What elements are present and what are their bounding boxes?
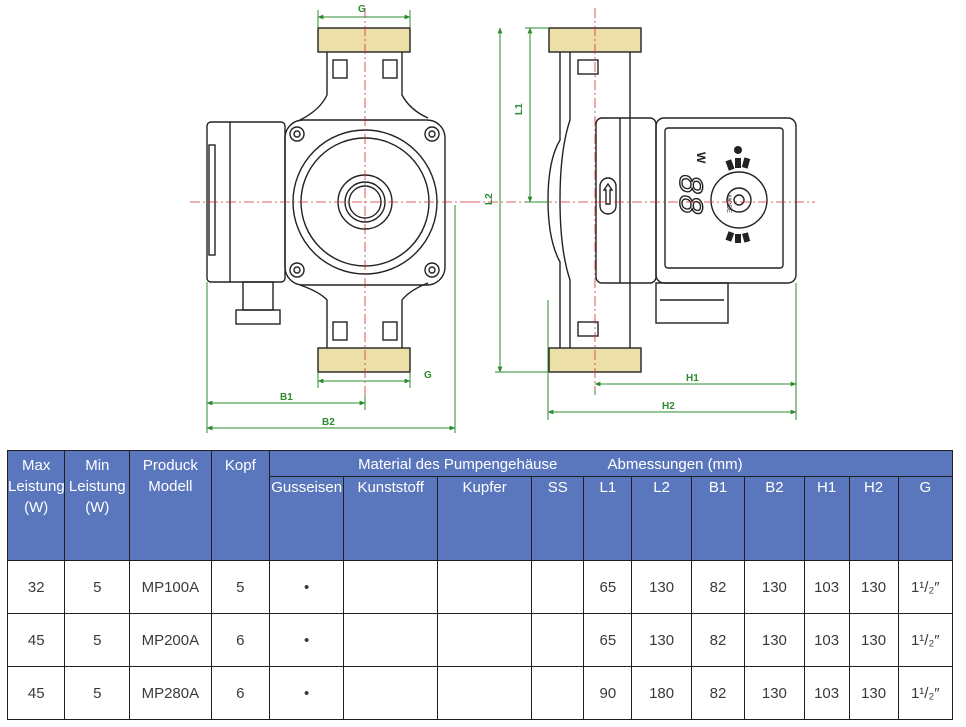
cell-kopf: 6 bbox=[210, 613, 271, 667]
cell-kunststoff bbox=[343, 666, 439, 720]
cell-gusseisen: • bbox=[269, 666, 345, 720]
header-min-leistung: Min Leistung (W) bbox=[64, 450, 131, 561]
cell-b1: 82 bbox=[690, 666, 746, 720]
cell-kupfer bbox=[437, 560, 533, 614]
cell-modell: MP100A bbox=[129, 560, 212, 614]
cell-l2: 180 bbox=[631, 666, 692, 720]
header-l1: L1 bbox=[583, 476, 633, 561]
side-centerlines bbox=[470, 8, 815, 395]
cell-l2: 130 bbox=[631, 560, 692, 614]
header-b1: B1 bbox=[690, 476, 746, 561]
table-row: 45 5 MP200A 6 • 65 130 82 130 103 130 1¹… bbox=[6, 613, 954, 667]
cell-g: 1¹/₂″ bbox=[897, 560, 954, 614]
front-centerlines bbox=[190, 8, 470, 395]
cell-kunststoff bbox=[343, 613, 439, 667]
cell-b1: 82 bbox=[690, 560, 746, 614]
cell-l1: 65 bbox=[583, 613, 633, 667]
cell-kunststoff bbox=[343, 560, 439, 614]
header-kunststoff: Kunststoff bbox=[343, 476, 439, 561]
dimension-lines bbox=[206, 10, 797, 433]
header-h2: H2 bbox=[848, 476, 899, 561]
side-motor-body bbox=[595, 117, 657, 284]
cell-l1: 90 bbox=[583, 666, 633, 720]
header-row-1: Max Leistung (W) Min Leistung (W) Produc… bbox=[6, 450, 953, 561]
dim-label-g-bottom: G bbox=[424, 370, 432, 381]
dim-label-h1: H1 bbox=[686, 373, 699, 384]
pump-technical-drawing: 88 W MODE G G B1 B2 L1 bbox=[190, 4, 815, 433]
header-b2: B2 bbox=[744, 476, 805, 561]
cell-ss bbox=[531, 613, 585, 667]
cell-modell: MP280A bbox=[129, 666, 212, 720]
cell-ss bbox=[531, 560, 585, 614]
cell-kupfer bbox=[437, 613, 533, 667]
spec-table: Max Leistung (W) Min Leistung (W) Produc… bbox=[6, 450, 954, 720]
cell-kopf: 6 bbox=[210, 666, 271, 720]
cell-modell: MP200A bbox=[129, 613, 212, 667]
cell-b2: 130 bbox=[744, 613, 805, 667]
cell-kopf: 5 bbox=[210, 560, 271, 614]
bottom-flange bbox=[317, 347, 411, 373]
table-row: 45 5 MP280A 6 • 90 180 82 130 103 130 1¹… bbox=[6, 666, 954, 720]
cell-min: 5 bbox=[64, 666, 131, 720]
mode-knob bbox=[710, 171, 768, 229]
cell-g: 1¹/₂″ bbox=[897, 613, 954, 667]
cell-gusseisen: • bbox=[269, 613, 345, 667]
header-kupfer: Kupfer bbox=[437, 476, 533, 561]
front-view bbox=[206, 27, 446, 373]
header-l2: L2 bbox=[631, 476, 692, 561]
header-row-2: Gusseisen Kunststoff Kupfer SS L1 L2 B1 … bbox=[8, 476, 954, 561]
header-g: G bbox=[897, 476, 954, 561]
header-abmessungen-group: Abmessungen (mm) bbox=[607, 456, 743, 473]
cell-g: 1¹/₂″ bbox=[897, 666, 954, 720]
cell-h2: 130 bbox=[848, 560, 899, 614]
header-produck-modell: Produck Modell bbox=[129, 450, 212, 561]
cell-b2: 130 bbox=[744, 560, 805, 614]
cell-min: 5 bbox=[64, 560, 131, 614]
cell-ss bbox=[531, 666, 585, 720]
header-material-group: Material des Pumpengehäuse bbox=[358, 456, 558, 473]
cell-l1: 65 bbox=[583, 560, 633, 614]
dim-label-l2: L2 bbox=[484, 193, 495, 205]
cell-h1: 103 bbox=[803, 560, 850, 614]
dim-label-b1: B1 bbox=[280, 392, 293, 403]
header-ss: SS bbox=[531, 476, 585, 561]
cell-h1: 103 bbox=[803, 613, 850, 667]
cell-b2: 130 bbox=[744, 666, 805, 720]
cell-h2: 130 bbox=[848, 613, 899, 667]
display-unit: W bbox=[694, 152, 708, 164]
header-gusseisen: Gusseisen bbox=[269, 476, 345, 561]
mode-label: MODE bbox=[725, 195, 731, 213]
dim-label-g-top: G bbox=[358, 4, 366, 15]
cell-max: 45 bbox=[6, 613, 66, 667]
header-kopf: Kopf bbox=[210, 450, 271, 561]
dim-label-l1: L1 bbox=[514, 103, 525, 115]
cell-min: 5 bbox=[64, 613, 131, 667]
table-row: 32 5 MP100A 5 • 65 130 82 130 103 130 1¹… bbox=[6, 560, 954, 614]
cell-b1: 82 bbox=[690, 613, 746, 667]
dim-label-h2: H2 bbox=[662, 401, 675, 412]
header-h1: H1 bbox=[803, 476, 850, 561]
header-max-leistung: Max Leistung (W) bbox=[6, 450, 66, 561]
cell-h1: 103 bbox=[803, 666, 850, 720]
cell-kupfer bbox=[437, 666, 533, 720]
dim-label-b2: B2 bbox=[322, 417, 335, 428]
display-digits: 88 bbox=[669, 174, 707, 215]
cell-l2: 130 bbox=[631, 613, 692, 667]
top-flange bbox=[317, 27, 411, 53]
cell-h2: 130 bbox=[848, 666, 899, 720]
cable-gland bbox=[242, 281, 274, 311]
cell-max: 45 bbox=[6, 666, 66, 720]
cell-max: 32 bbox=[6, 560, 66, 614]
cell-gusseisen: • bbox=[269, 560, 345, 614]
side-terminal-box bbox=[655, 282, 729, 324]
header-group: Material des Pumpengehäuse Abmessungen (… bbox=[269, 450, 953, 477]
